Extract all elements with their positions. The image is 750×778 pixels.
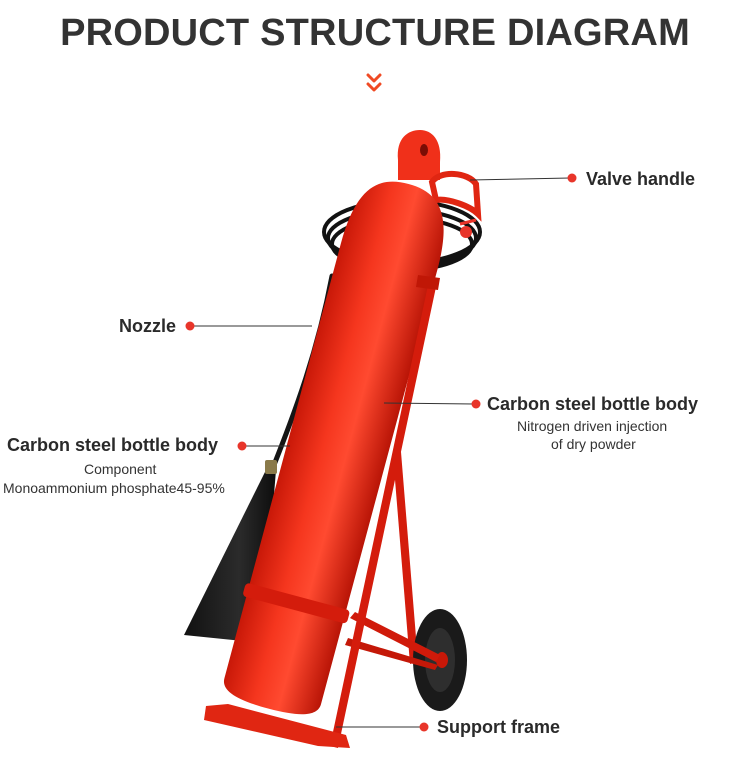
frame-rear-leg [393, 452, 418, 664]
label-body-left-line2: Monoammonium phosphate45-95% [3, 480, 225, 496]
pointer-body-left [237, 441, 290, 451]
frame-front-rail [330, 275, 440, 748]
hose-clip [459, 218, 477, 238]
chevron-down-icon [366, 73, 382, 92]
label-nozzle: Nozzle [119, 316, 177, 336]
base-plate [204, 704, 350, 748]
cylinder-body [224, 181, 444, 715]
pointer-valve-handle [469, 173, 577, 183]
label-body-right-line1: Nitrogen driven injection [517, 418, 668, 434]
cylinder-cap [397, 130, 441, 180]
label-support-frame: Support frame [437, 717, 561, 737]
page-title: PRODUCT STRUCTURE DIAGRAM [60, 12, 690, 54]
wheel [413, 609, 467, 711]
label-body-left-title: Carbon steel bottle body [7, 435, 219, 455]
label-body-right-title: Carbon steel bottle body [487, 394, 699, 414]
valve-handle-loop [428, 171, 482, 222]
pointer-nozzle [185, 321, 312, 331]
pointer-support-frame [336, 722, 429, 732]
label-body-right-line2: of dry powder [551, 436, 636, 452]
label-valve-handle: Valve handle [586, 169, 696, 189]
pointer-body-right [383, 399, 481, 409]
label-body-left-line1: Component [84, 461, 157, 477]
axle-struts [345, 612, 440, 670]
